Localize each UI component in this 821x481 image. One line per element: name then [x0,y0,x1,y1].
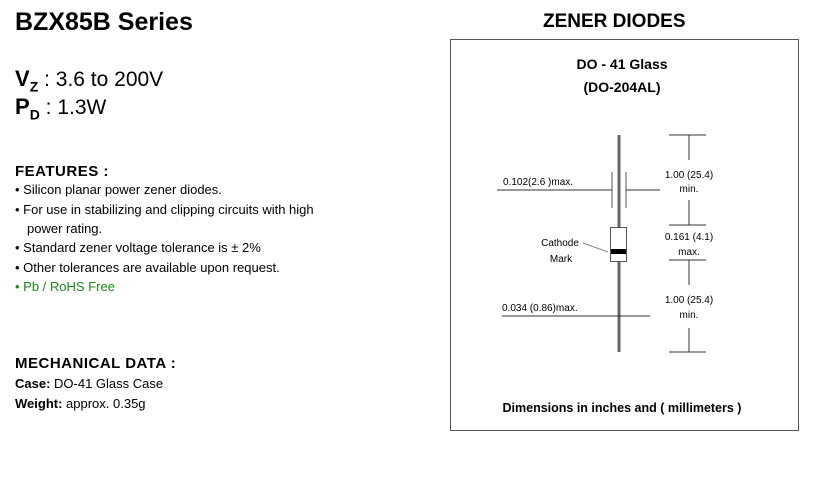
vz-sub: Z [29,78,39,95]
lead-length-bottom: 1.00 (25.4) [665,295,713,306]
cathode-leader [582,242,609,253]
feature-item: power rating. [27,221,103,236]
package-name: DO - 41 Glass [576,56,667,72]
pd-label: P [15,94,30,119]
page-title: BZX85B Series [15,8,193,36]
vz-label: V [15,66,30,91]
vz-value: : 3.6 to 200V [44,68,164,91]
pd-sub: D [29,106,40,123]
lead-length-top: 1.00 (25.4) [665,170,713,181]
weight-value: approx. 0.35g [62,396,146,411]
feature-item: • For use in stabilizing and clipping ci… [15,202,314,217]
case-line: Case: DO-41 Glass Case [15,376,163,391]
body-diameter-label: 0.102(2.6 )max. [503,177,573,188]
cathode-label: Cathode [541,238,579,249]
case-label: Case: [15,376,51,391]
lead-length-bottom-min: min. [680,310,699,321]
feature-item: • Other tolerances are available upon re… [15,260,280,275]
section-title: ZENER DIODES [543,11,686,32]
body-length: 0.161 (4.1) [665,232,713,243]
weight-line: Weight: approx. 0.35g [15,396,146,411]
package-alt: (DO-204AL) [583,79,660,95]
pd-value: : 1.3W [45,96,107,119]
feature-item: • Standard zener voltage tolerance is ± … [15,240,261,255]
lead-length-top-min: min. [680,184,699,195]
dimensions-note: Dimensions in inches and ( millimeters ) [503,401,742,415]
pd-spec: PD : 1.3W [15,94,106,122]
length-dimension [669,134,706,353]
weight-label: Weight: [15,396,63,411]
feature-item-rohs: • Pb / RoHS Free [15,279,115,294]
mechanical-heading: MECHANICAL DATA : [15,355,177,372]
case-value: DO-41 Glass Case [50,376,164,391]
cathode-band [611,249,626,254]
package-box [450,39,799,431]
cathode-label: Mark [550,254,573,265]
vz-spec: VZ : 3.6 to 200V [15,66,163,94]
feature-item: • Silicon planar power zener diodes. [15,182,222,197]
body-length-max: max. [678,247,700,258]
diode-body [610,227,627,262]
lead-diameter-label: 0.034 (0.86)max. [502,303,578,314]
features-heading: FEATURES : [15,163,109,180]
